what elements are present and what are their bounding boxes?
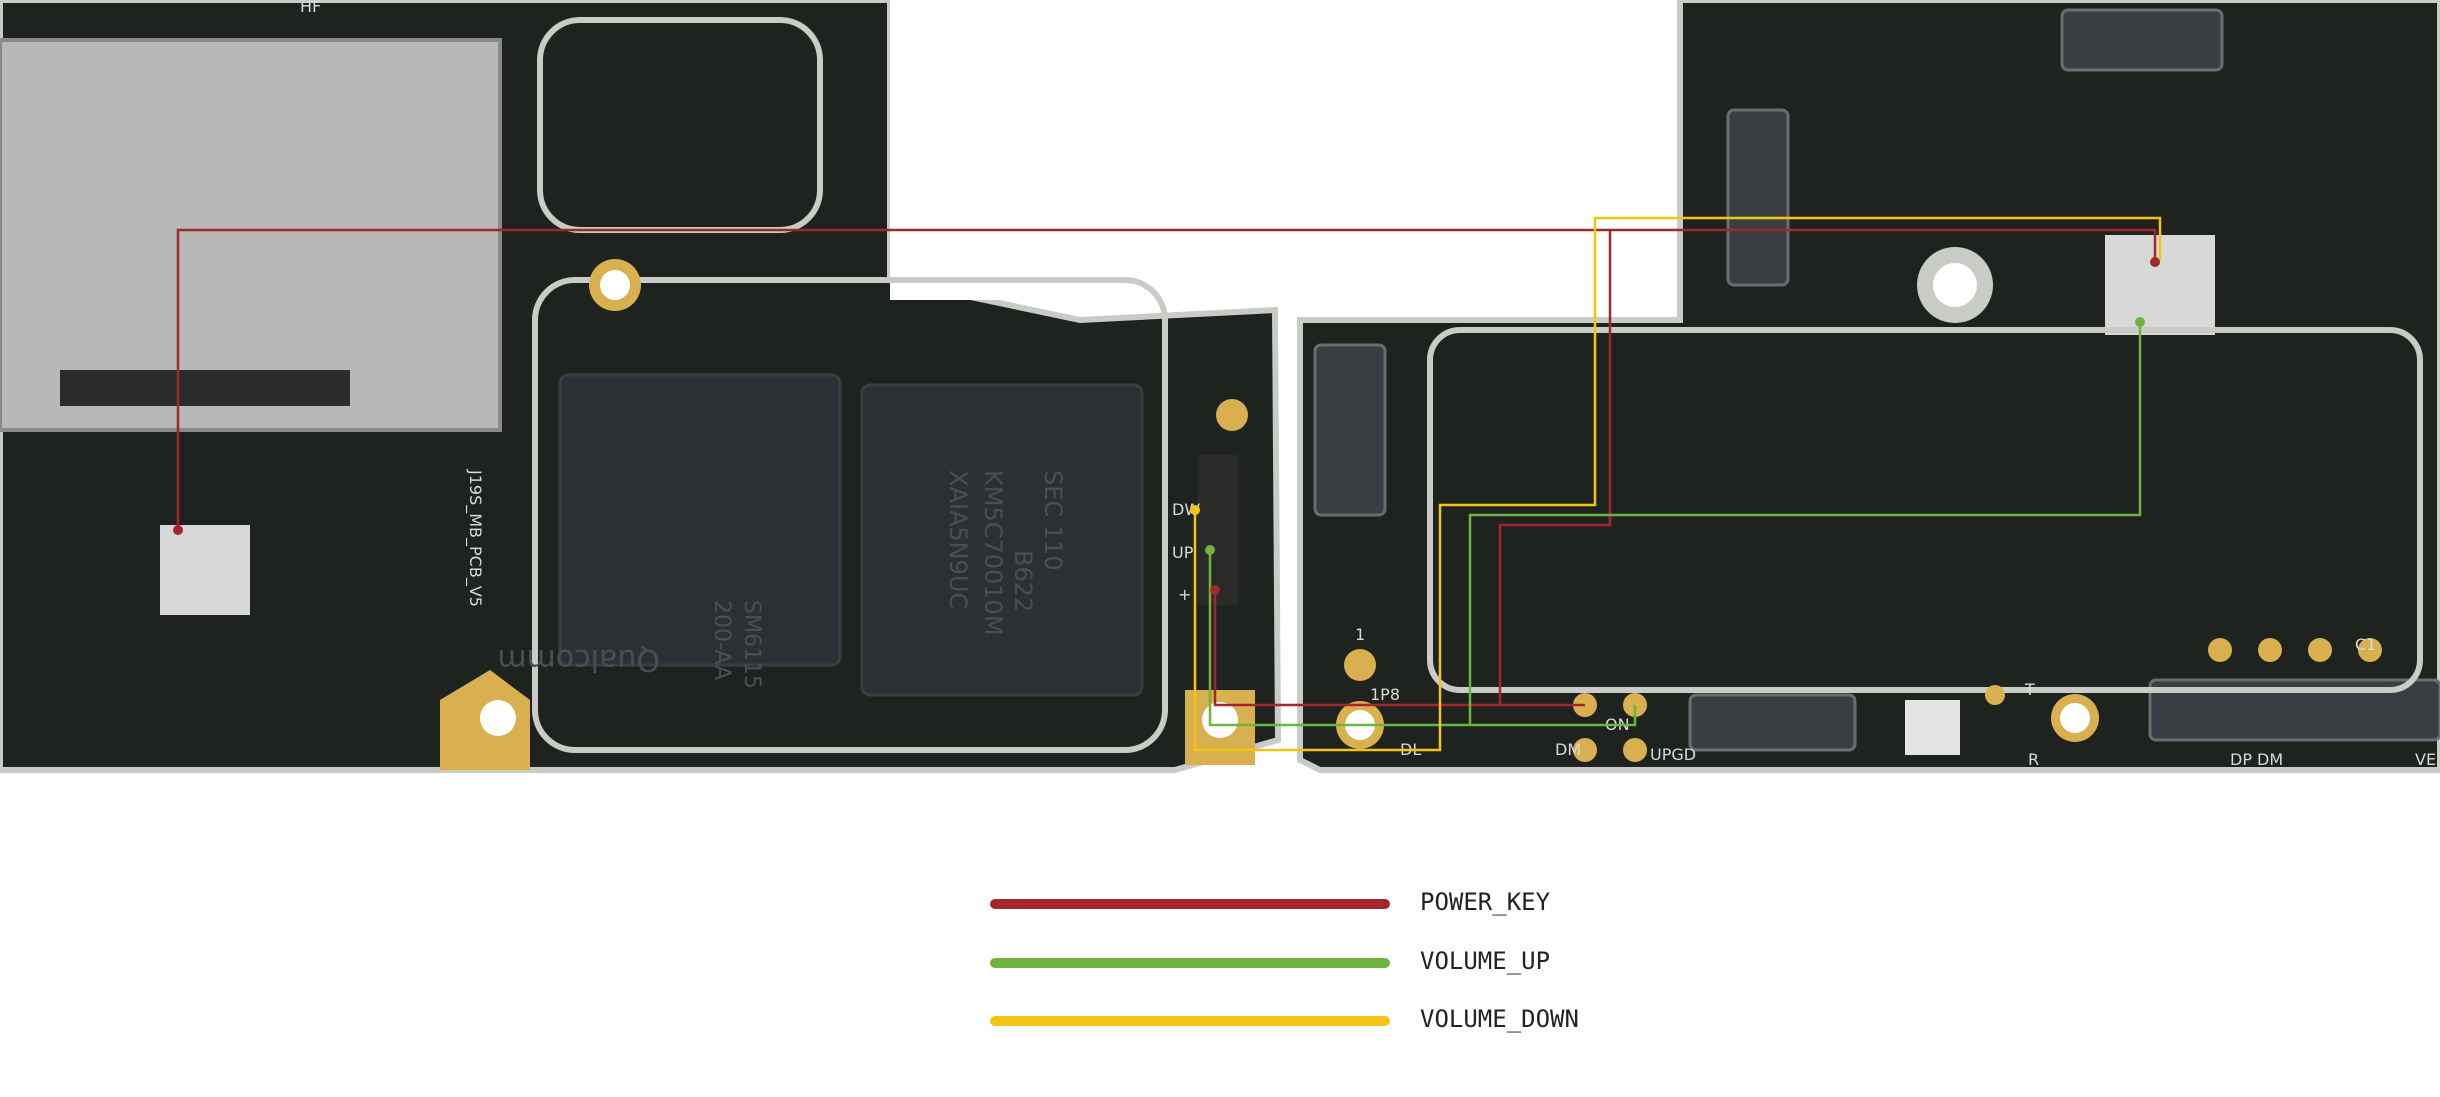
c1-label: C1: [2355, 635, 2376, 654]
mem-line1: SEC 110: [1039, 470, 1067, 571]
t-label: T: [2024, 680, 2035, 699]
right-pad-7: [1623, 738, 1647, 762]
endpoint-power-left: [173, 525, 183, 535]
endpoint-power-right: [2150, 257, 2160, 267]
volume-up-trace-left: [1208, 550, 1470, 727]
silkscreen-labels: J19S_MB_PCB_V5 HF DW UP + 1P8 DL ON DM U…: [300, 0, 2436, 769]
right-pad-2-inner: [2060, 703, 2090, 733]
left-bga-ic: [160, 525, 250, 615]
pcb-id-label: J19S_MB_PCB_V5: [465, 469, 485, 607]
endpoint-volup-right: [2135, 317, 2145, 327]
bottom-connector-1: [1688, 693, 1857, 752]
plus-label: +: [1178, 585, 1191, 604]
power-key-trace-right: [1498, 230, 1612, 707]
volume-down-trace-left: [1193, 510, 1360, 752]
right-connector-1: [1313, 343, 1387, 517]
right-pad-10: [2258, 638, 2282, 662]
soc-rev: 200-AA: [709, 600, 734, 680]
upgd-label: UPGD: [1650, 745, 1696, 764]
right-connector-3: [2060, 8, 2224, 72]
right-connector-2: [1726, 108, 1790, 287]
label-1p8: 1P8: [1370, 685, 1400, 704]
dm-label: DM: [1555, 740, 1581, 759]
soc-chip: [558, 373, 842, 667]
left-pad-small: [1216, 399, 1248, 431]
endpoint-volup-btn: [1205, 545, 1215, 555]
right-pad-3: [1344, 649, 1376, 681]
right-board-outline: [1297, 0, 2440, 773]
ve-label: VE: [2415, 750, 2436, 769]
right-data-matrix: [1905, 700, 1960, 755]
legend-label-volume-up: VOLUME_UP: [1420, 947, 1551, 975]
r-label: R: [2028, 750, 2039, 769]
sim-tray-inner: [60, 370, 350, 406]
bottom-connector-2: [2148, 678, 2440, 742]
mem-line4: XAIA5N9UC: [944, 470, 972, 609]
volume-up-trace-main: [1468, 320, 2142, 727]
right-pad-5: [1573, 738, 1597, 762]
power-key-trace-left: [1213, 590, 1500, 707]
up-label: UP: [1172, 543, 1194, 562]
legend-label-volume-down: VOLUME_DOWN: [1420, 1005, 1579, 1033]
mem-line2: B622: [1009, 550, 1037, 612]
soc-markings: Qualcomm SM6115 200-AA: [497, 600, 764, 689]
left-pad-hole-1-inner: [600, 270, 630, 300]
legend-swatch-power-key: [990, 899, 1390, 909]
right-pad-12: [2358, 638, 2382, 662]
endpoint-voldown-btn: [1190, 505, 1200, 515]
right-board: [1297, 0, 2440, 773]
hf-label: HF: [300, 0, 321, 16]
left-pad-hole-3: [1202, 702, 1238, 738]
left-board: [0, 0, 1282, 773]
legend-swatch-volume-down: [990, 1016, 1390, 1026]
legend-label-power-key: POWER_KEY: [1420, 888, 1551, 916]
right-pad-8: [1985, 685, 2005, 705]
endpoint-power-btn: [1210, 585, 1220, 595]
left-pad-hole-2: [480, 700, 516, 736]
trace-volume-down: [1193, 216, 2162, 752]
sim-tray: [0, 38, 502, 432]
trace-volume-up: [1208, 320, 2142, 727]
volume-down-trace-main: [1360, 216, 2162, 752]
dp-dm-label: DP DM: [2230, 750, 2283, 769]
trace-endpoints: [173, 257, 2160, 595]
mem-line3: KM5C70010M: [979, 470, 1007, 636]
right-mount-hole-inner: [1933, 263, 1977, 307]
soc-model: SM6115: [739, 600, 764, 689]
left-button-pads: [1198, 455, 1238, 605]
power-key-trace-main: [176, 228, 2157, 530]
right-pad-11: [2308, 638, 2332, 662]
legend-swatch-volume-up: [990, 958, 1390, 968]
shield-frame-main: [532, 277, 1168, 753]
left-board-cutout: [890, 0, 1240, 300]
right-pad-9: [2208, 638, 2232, 662]
one-label: 1: [1355, 625, 1365, 644]
trace-power-key: [176, 228, 2157, 707]
soc-brand: Qualcomm: [497, 642, 660, 677]
memory-chip: [860, 383, 1144, 697]
memory-markings: SEC 110 B622 KM5C70010M XAIA5N9UC: [944, 470, 1067, 636]
right-shield-frame: [1427, 327, 2423, 693]
